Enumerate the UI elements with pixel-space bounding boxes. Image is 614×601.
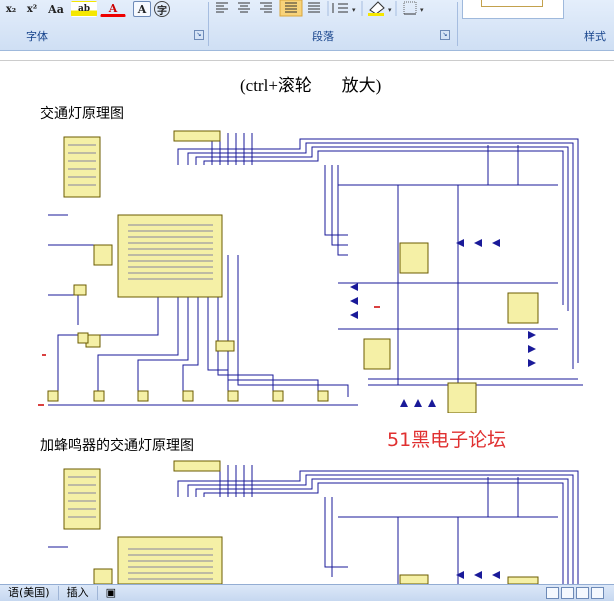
paragraph-dialog-launcher-icon[interactable]: ↘ (440, 30, 450, 40)
svg-text:▾: ▾ (388, 6, 392, 14)
status-bar: 语(美国) 插入 ▣ (0, 584, 614, 601)
align-left-icon (216, 2, 228, 13)
dropdown-arrow-icon: ▾ (352, 6, 356, 14)
print-layout-view-icon[interactable] (546, 587, 559, 599)
subscript-button[interactable]: x₂ (5, 3, 17, 15)
insert-mode-indicator[interactable]: 插入 (59, 586, 98, 600)
macro-record-icon[interactable]: ▣ (105, 586, 116, 599)
forum-watermark: 51黑电子论坛 (387, 429, 507, 451)
font-color-button[interactable]: A (100, 1, 126, 17)
font-toolbar-row: x₂ x² Aa ab A A 字 (0, 0, 173, 18)
justify-button-bg (279, 0, 303, 17)
change-case-button[interactable]: Aa (48, 2, 64, 16)
highlight-color-button[interactable]: ab (71, 1, 97, 17)
full-screen-reading-view-icon[interactable] (561, 587, 574, 599)
align-center-icon (238, 2, 250, 13)
group-separator (208, 2, 209, 46)
heading-buzzer-traffic-light-schematic: 加蜂鸣器的交通灯原理图 (40, 438, 194, 454)
line-spacing-icon (332, 3, 348, 13)
justify-icon (285, 2, 297, 13)
page-margin-line (0, 60, 614, 61)
shading-icon (368, 1, 385, 16)
zoom-hint-text: (ctrl+滚轮 放大) (240, 76, 382, 95)
web-layout-view-icon[interactable] (576, 587, 589, 599)
paragraph-toolbar-icons: ▾ ▾ ▾ (216, 0, 424, 17)
font-dialog-launcher-icon[interactable]: ↘ (194, 30, 204, 40)
language-indicator[interactable]: 语(美国) (0, 586, 59, 600)
heading-traffic-light-schematic: 交通灯原理图 (40, 106, 124, 122)
align-right-icon (260, 2, 272, 13)
borders-icon (403, 1, 417, 15)
document-page[interactable]: (ctrl+滚轮 放大) 交通灯原理图 (0, 51, 614, 584)
styles-group-label: 样式 (584, 30, 606, 43)
svg-text:▾: ▾ (420, 6, 424, 14)
quick-styles-gallery[interactable] (462, 0, 564, 19)
buzzer-traffic-light-schematic-image (48, 460, 579, 584)
enclose-characters-button[interactable]: 字 (154, 1, 170, 17)
font-group-label: 字体 (26, 30, 48, 43)
ribbon: x₂ x² Aa ab A A 字 ▾ ▾ ▾ 字体 ↘ 段落 ↘ 样式 (0, 0, 614, 51)
distributed-icon (308, 2, 320, 13)
superscript-button[interactable]: x² (26, 3, 38, 15)
traffic-light-schematic-image (38, 130, 583, 413)
group-separator (457, 2, 458, 46)
character-shading-button[interactable]: A (133, 1, 151, 17)
mcu-chip (117, 214, 223, 298)
ic-chip (63, 136, 101, 198)
paragraph-group-label: 段落 (312, 30, 334, 43)
outline-view-icon[interactable] (591, 587, 604, 599)
